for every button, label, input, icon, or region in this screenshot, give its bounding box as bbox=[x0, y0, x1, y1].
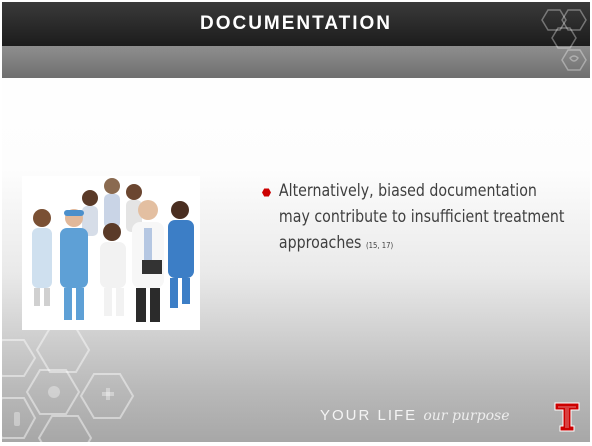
footer-tagline: YOUR LIFE our purpose bbox=[320, 407, 509, 424]
bullet-list: Alternatively, biased documentation may … bbox=[260, 178, 564, 259]
citation: (15, 17) bbox=[365, 241, 394, 250]
title-bar: DOCUMENTATION bbox=[2, 2, 590, 46]
slide-title: DOCUMENTATION bbox=[199, 13, 393, 34]
bullet-text: Alternatively, biased documentation may … bbox=[278, 181, 565, 252]
medical-hexagon-background-icons bbox=[2, 327, 135, 442]
tagline-script: our purpose bbox=[423, 408, 510, 424]
double-t-logo bbox=[554, 402, 580, 432]
sub-bar bbox=[2, 46, 590, 78]
bullet-item: Alternatively, biased documentation may … bbox=[260, 178, 571, 259]
hexagon-bullet-icon bbox=[262, 188, 271, 197]
tagline-main: YOUR LIFE bbox=[320, 407, 418, 424]
slide: DOCUMENTATION bbox=[2, 2, 590, 442]
medical-team-photo bbox=[22, 176, 200, 330]
medical-hexagon-icons bbox=[541, 9, 587, 71]
